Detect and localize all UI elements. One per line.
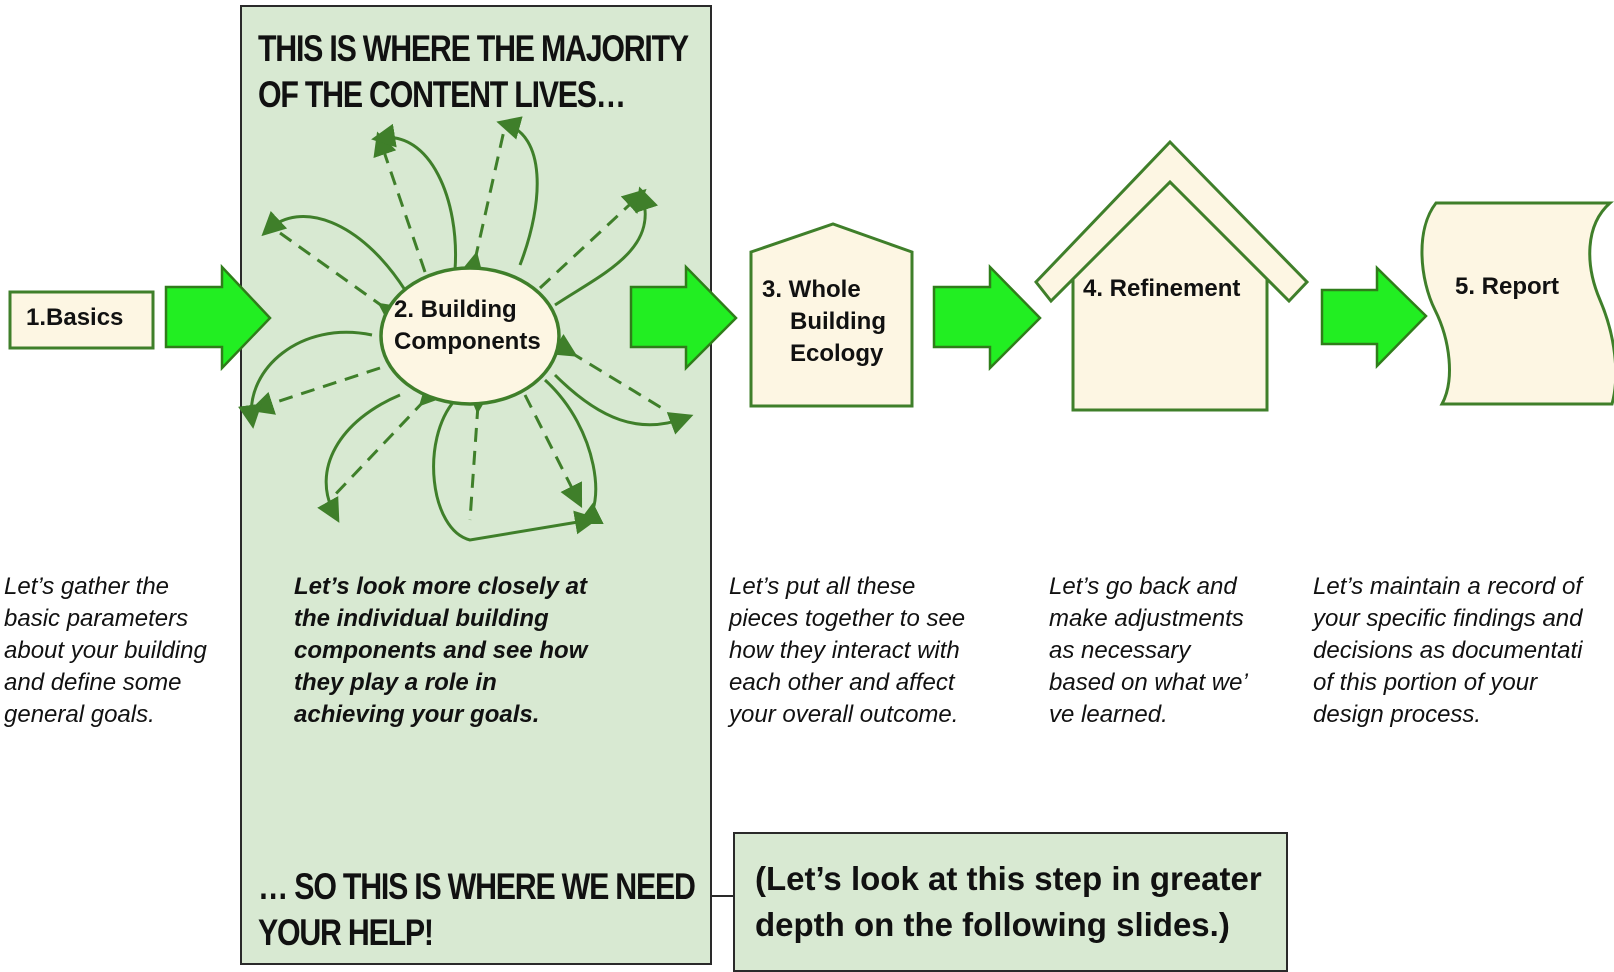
components-description: Let’s look more closely at the individua… <box>294 573 588 728</box>
arrow-2-icon <box>629 263 738 372</box>
components-label: 2. Building Components <box>394 294 541 358</box>
whole-label-line-2: Building <box>790 308 886 335</box>
heading-top-line-2: OF THE CONTENT LIVES… <box>258 74 626 115</box>
dashed-arrow <box>467 389 492 521</box>
curved-arrow <box>496 116 539 266</box>
basics-description: Let’s gather the basic parameters about … <box>4 573 207 728</box>
whole-label-line-3: Ecology <box>790 340 884 367</box>
curved-arrow <box>432 399 599 542</box>
components-ellipse <box>379 266 561 406</box>
components-label-line-1: 2. Building <box>394 296 517 323</box>
heading-bottom-line-2: YOUR HELP! <box>258 912 434 953</box>
curved-arrow <box>371 123 458 271</box>
dashed-arrow <box>249 366 381 415</box>
refinement-description: Let’s go back and make adjustments as ne… <box>1049 573 1248 728</box>
dashed-arrow <box>538 188 647 290</box>
dashed-arrow <box>272 226 405 327</box>
heading-top-line-1: THIS IS WHERE THE MAJORITY <box>258 28 689 69</box>
whole-building-description: Let’s put all these pieces together to s… <box>729 573 966 728</box>
report-document-shape <box>1420 201 1614 406</box>
curved-arrow <box>553 373 694 435</box>
whole-building-label: 3. Whole Building Ecology <box>762 274 886 370</box>
basics-box <box>8 290 155 350</box>
content-panel <box>240 5 712 965</box>
heading-bottom-line-1: … SO THIS IS WHERE WE NEED <box>258 866 696 907</box>
curved-arrow <box>554 186 659 307</box>
components-label-line-2: Components <box>394 328 541 355</box>
dashed-arrow <box>373 131 427 273</box>
arrow-3-icon <box>932 263 1042 372</box>
dashed-arrow <box>523 394 583 509</box>
refinement-label: 4. Refinement <box>1083 275 1241 302</box>
arrow-1-icon <box>164 263 272 372</box>
whole-label-line-1: 3. Whole <box>762 276 861 303</box>
report-description: Let’s maintain a record of your specific… <box>1313 573 1583 728</box>
report-label: 5. Report <box>1455 273 1560 300</box>
dashed-arrow <box>460 125 507 278</box>
panel-heading-top: THIS IS WHERE THE MAJORITY OF THE CONTEN… <box>258 26 689 118</box>
curved-arrow <box>238 330 373 429</box>
component-radial-arrows <box>238 116 694 542</box>
note-text: (Let’s look at this step in greater dept… <box>755 860 1262 943</box>
refinement-roof <box>1034 139 1310 304</box>
dashed-arrow <box>328 380 445 502</box>
flow-arrows <box>164 263 1428 372</box>
curved-arrow <box>261 210 407 291</box>
curved-arrow <box>317 393 401 523</box>
note-box <box>733 832 1288 972</box>
arrow-4-icon <box>1320 265 1428 370</box>
basics-label: 1.Basics <box>26 304 124 331</box>
dashed-arrow <box>550 333 666 412</box>
whole-building-shape <box>749 222 914 408</box>
curved-arrow <box>543 378 604 525</box>
panel-heading-bottom: … SO THIS IS WHERE WE NEED YOUR HELP! <box>258 864 696 956</box>
